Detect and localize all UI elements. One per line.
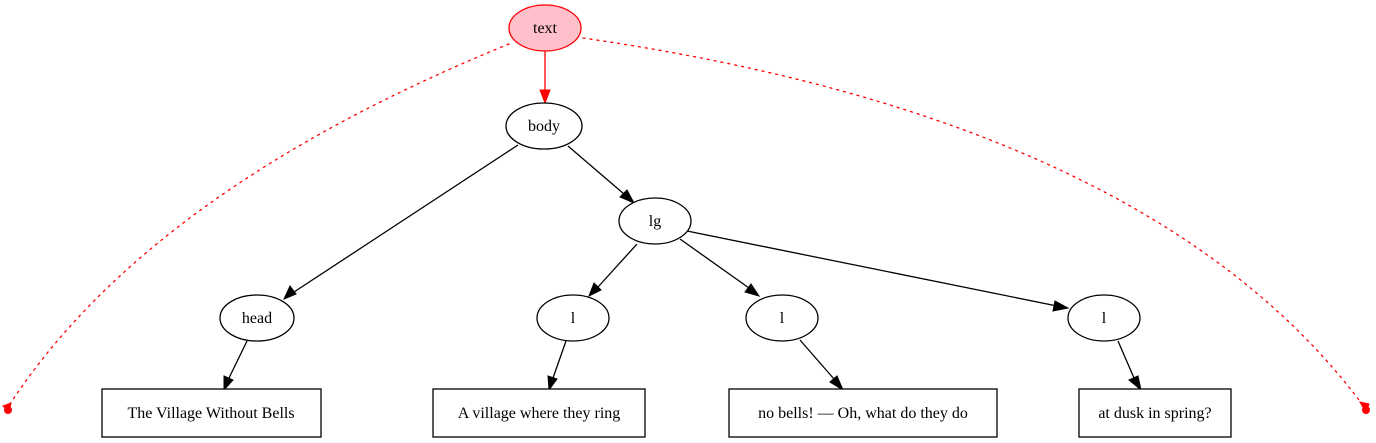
node-line1-text[interactable]: A village where they ring (432, 388, 646, 438)
arrow-lg-l1 (588, 282, 602, 298)
edge-body-head (293, 144, 519, 293)
node-head[interactable]: head (219, 294, 295, 342)
arrow-l2-line2 (829, 375, 845, 392)
arrow-head-title (223, 375, 234, 392)
edge-lg-l3 (686, 230, 1058, 307)
edge-l1-line1 (552, 340, 567, 379)
arrow-l1-line1 (547, 375, 558, 392)
arrow-l3-line3 (1128, 375, 1142, 392)
node-l1[interactable]: l (536, 294, 610, 342)
node-l1-label: l (571, 310, 576, 327)
edge-lg-l1 (597, 243, 638, 288)
node-head-label: head (242, 310, 272, 327)
node-line2-text[interactable]: no bells! — Oh, what do they do (728, 388, 998, 438)
node-text-label: text (533, 20, 558, 37)
node-body-label: body (528, 118, 560, 135)
edge-body-lg (567, 145, 625, 195)
arrow-body-head (283, 285, 297, 300)
title-text-label: The Village Without Bells (127, 405, 294, 422)
node-lg[interactable]: lg (618, 197, 692, 245)
arrow-lg-l2 (744, 283, 761, 297)
node-title-text[interactable]: The Village Without Bells (101, 388, 322, 438)
node-l3-label: l (1102, 310, 1107, 327)
right-dotted-arrowhead (1359, 401, 1370, 415)
edge-l2-line2 (799, 339, 835, 380)
right-dotted-edge (582, 37, 1363, 405)
node-l3[interactable]: l (1067, 294, 1141, 342)
left-dotted-arrowhead (2, 402, 12, 413)
line3-text-label: at dusk in spring? (1098, 405, 1211, 422)
node-body[interactable]: body (505, 102, 583, 150)
arrow-body-lg (619, 189, 636, 205)
arrow-lg-l3 (1052, 300, 1070, 312)
edge-head-title (228, 340, 248, 379)
node-l2[interactable]: l (745, 294, 819, 342)
arrow-text-body (539, 89, 551, 105)
line2-text-label: no bells! — Oh, what do they do (758, 405, 968, 422)
node-lg-label: lg (649, 213, 661, 230)
edge-l3-line3 (1117, 340, 1135, 379)
node-line3-text[interactable]: at dusk in spring? (1078, 388, 1232, 438)
node-l2-label: l (780, 310, 785, 327)
left-dotted-edge (9, 43, 510, 405)
edge-lg-l2 (679, 238, 750, 289)
node-text[interactable]: text (508, 4, 582, 52)
line1-text-label: A village where they ring (458, 405, 621, 422)
